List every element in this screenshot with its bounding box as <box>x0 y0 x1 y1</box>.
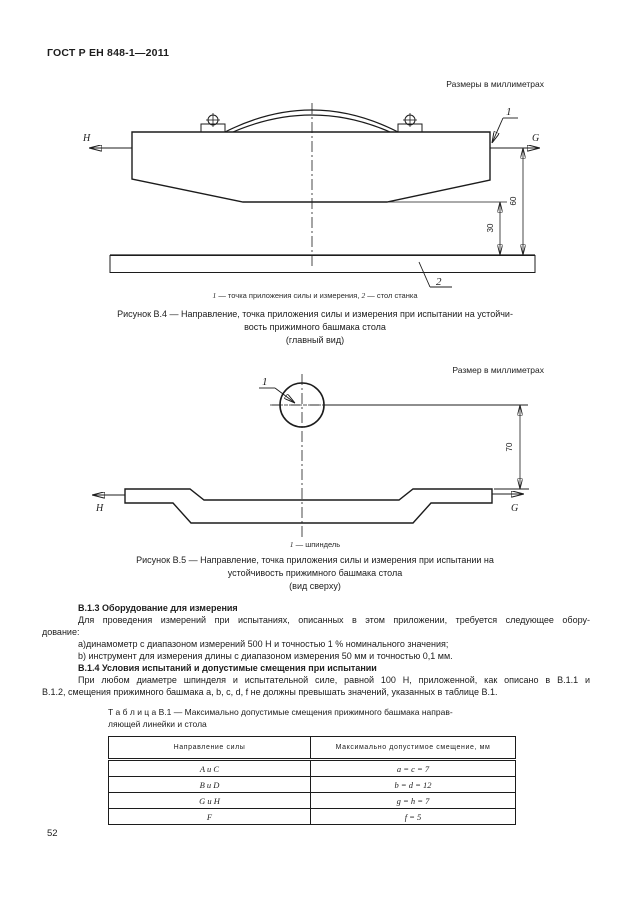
force-label-g: G <box>532 133 539 144</box>
table-row: G и H g = h = 7 <box>108 792 516 809</box>
legend-text-1: — шпиндель <box>293 540 341 549</box>
page-number: 52 <box>47 828 58 839</box>
callout-1-leader <box>492 117 504 143</box>
pressure-shoe-outer-arc <box>224 109 399 133</box>
dimension-value-60: 60 <box>509 196 518 205</box>
figure-b5-drawing: 1 70 H G <box>92 374 529 537</box>
section-b13-item-a: а)динамометр с диапазоном измерений 500 … <box>78 639 449 649</box>
callout-2-leader <box>418 261 431 288</box>
table-row: F f = 5 <box>108 808 516 825</box>
pressure-shoe-inner-arc <box>232 114 391 133</box>
section-b14-text-line2: В.1.2, смещения прижимного башмака a, b,… <box>42 687 498 697</box>
ground-hatching <box>109 255 536 273</box>
callout-1-leader <box>274 387 295 403</box>
cell-displacement: f = 5 <box>310 808 516 825</box>
table-row: A и C a = c = 7 <box>108 759 516 777</box>
cell-direction: B и D <box>108 776 311 793</box>
legend-text-1: — точка приложения силы и измерения, <box>216 291 362 300</box>
figure-b4-caption-line3: (главный вид) <box>285 335 345 345</box>
figure-b5-caption-line3: (вид сверху) <box>289 581 341 591</box>
table-b1: Направление силы Максимально допустимое … <box>108 736 516 825</box>
section-b13-heading: В.1.3 Оборудование для измерения <box>78 603 238 613</box>
legend-key-1: 1 <box>212 291 217 300</box>
cell-direction: F <box>108 808 311 825</box>
figure-b4-legend: 1 — точка приложения силы и измерения, 2… <box>0 291 630 300</box>
figure-b4-drawing: H G 60 30 1 2 <box>82 103 540 288</box>
table-topview-outline <box>124 488 493 524</box>
cell-direction: A и C <box>108 759 311 777</box>
table-b1-col1-header: Направление силы <box>108 736 311 761</box>
units-note-b4: Размеры в миллиметрах <box>446 79 544 89</box>
cell-displacement: b = d = 12 <box>310 776 516 793</box>
figure-b5-caption-line1: Рисунок В.5 — Направление, точка приложе… <box>136 555 494 565</box>
callout-1-label: 1 <box>506 106 512 118</box>
table-b1-title-line2: ляющей линейки и стола <box>108 719 207 729</box>
cell-displacement: a = c = 7 <box>310 759 516 777</box>
dimension-value-70: 70 <box>505 442 514 451</box>
clamp-right <box>397 113 423 133</box>
section-b14-text-line1: При любом диаметре шпинделя и испытатель… <box>78 675 590 685</box>
figure-b5-caption-line2: устойчивость прижимного башмака стола <box>227 568 403 578</box>
cell-displacement: g = h = 7 <box>310 792 516 809</box>
callout-1-label: 1 <box>262 376 268 388</box>
table-b1-title-line1: Т а б л и ц а В.1 — Максимально допустим… <box>108 707 453 717</box>
table-b1-col2-header: Максимально допустимое смещение, мм <box>310 736 516 761</box>
figure-b4-caption-line2: вость прижимного башмака стола <box>244 322 386 332</box>
section-b14-heading: В.1.4 Условия испытаний и допустимые сме… <box>78 663 377 673</box>
table-row: B и D b = d = 12 <box>108 776 516 793</box>
legend-key-2: 2 <box>361 291 366 300</box>
section-b13-text-line2: дование: <box>42 627 80 637</box>
force-label-g: G <box>511 503 518 514</box>
table-b1-header-row: Направление силы Максимально допустимое … <box>108 736 516 761</box>
dimension-value-30: 30 <box>486 223 495 232</box>
force-label-h: H <box>82 133 91 144</box>
legend-text-2: — стол станка <box>365 291 418 300</box>
figure-b5-legend: 1 — шпиндель <box>0 540 630 549</box>
force-label-h: H <box>95 503 104 514</box>
figure-b4-caption-line1: Рисунок В.4 — Направление, точка приложе… <box>117 309 513 319</box>
callout-2-label: 2 <box>436 276 442 288</box>
table-body-outline <box>131 131 491 203</box>
section-b13-item-b: b) инструмент для измерения длины с диап… <box>78 651 453 661</box>
clamp-left <box>200 113 226 133</box>
document-header-title: ГОСТ Р ЕН 848-1—2011 <box>47 47 170 59</box>
cell-direction: G и H <box>108 792 311 809</box>
legend-key-1: 1 <box>289 540 294 549</box>
section-b13-text-line1: Для проведения измерений при испытаниях,… <box>78 615 590 625</box>
units-note-b5: Размер в миллиметрах <box>452 365 544 375</box>
